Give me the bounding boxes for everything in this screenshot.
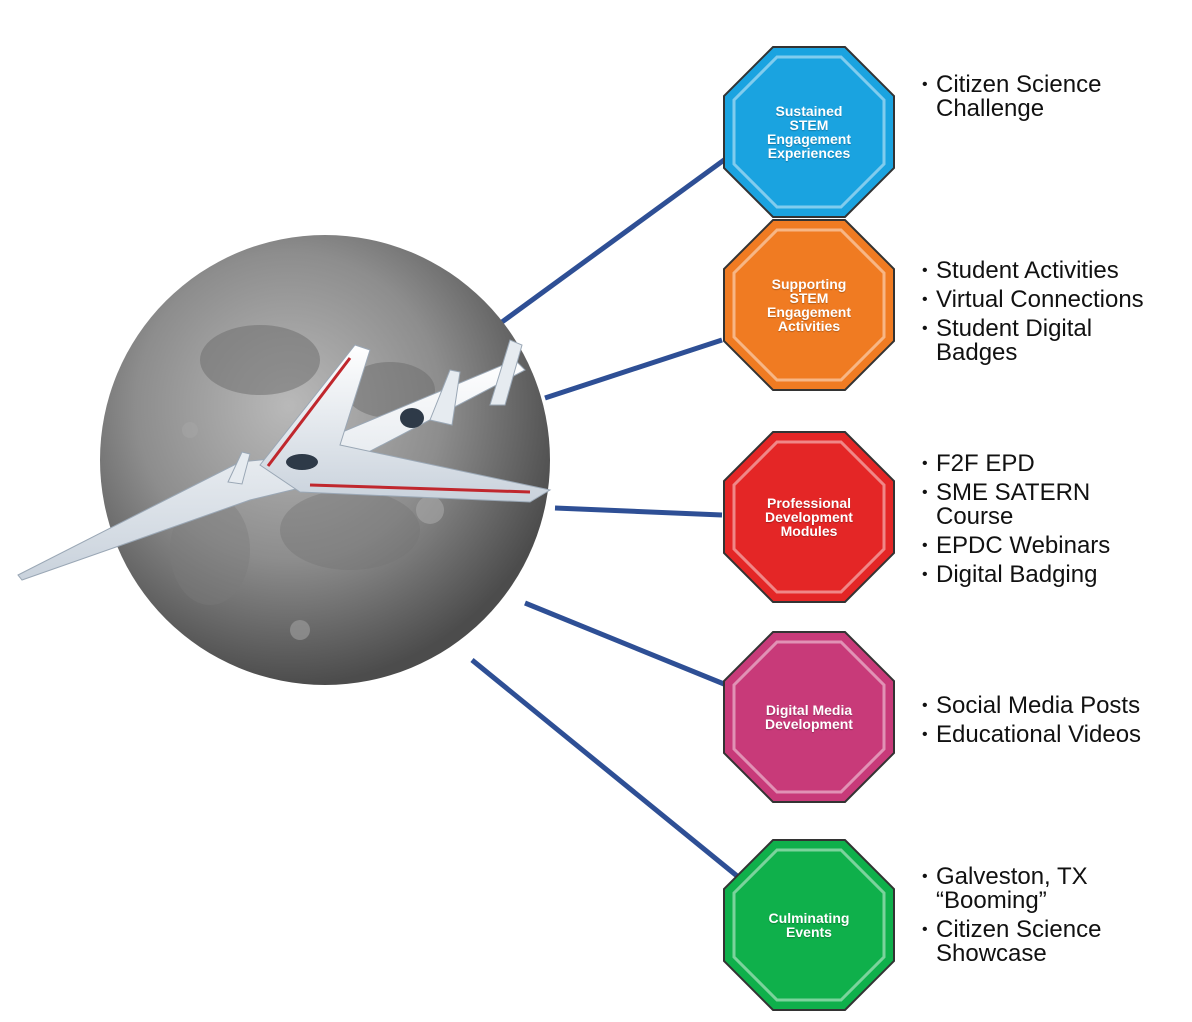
bullet-item: Virtual Connections <box>922 288 1144 313</box>
bullet-list-supporting: Student Activities Virtual Connections S… <box>922 259 1144 370</box>
node-label: Professional Development Modules <box>765 495 853 539</box>
bullet-item: Student Activities <box>922 259 1144 284</box>
node-culminating-events: Culminating Events <box>722 838 896 1012</box>
bullet-list-professional: F2F EPD SME SATERN Course EPDC Webinars … <box>922 452 1110 592</box>
connector-line <box>554 505 723 518</box>
moon-illustration <box>17 235 552 685</box>
bullet-item: F2F EPD <box>922 452 1110 477</box>
connector-line <box>500 149 737 325</box>
bullet-item: EPDC Webinars <box>922 534 1110 559</box>
node-digital-media: Digital Media Development <box>722 630 896 804</box>
bullet-list-sustained: Citizen Science Challenge <box>922 73 1101 126</box>
octagon-icon <box>723 46 895 218</box>
node-label: Digital Media Development <box>765 702 853 732</box>
connector-line <box>544 337 723 401</box>
bullet-item: Citizen Science Showcase <box>922 918 1101 966</box>
bullet-item: Student Digital Badges <box>922 317 1144 365</box>
supersonic-jet-icon <box>17 339 552 581</box>
node-label: Culminating Events <box>768 910 850 940</box>
octagon-icon <box>723 839 895 1011</box>
connector-line <box>470 658 744 882</box>
node-label: Sustained STEM Engagement Experiences <box>766 103 851 161</box>
bullet-item: Galveston, TX “Booming” <box>922 865 1101 913</box>
node-professional-development: Professional Development Modules <box>722 430 896 604</box>
bullet-item: Citizen Science Challenge <box>922 73 1101 121</box>
bullet-item: Educational Videos <box>922 723 1141 748</box>
node-label: Supporting STEM Engagement Activities <box>766 276 851 334</box>
bullet-list-digital-media: Social Media Posts Educational Videos <box>922 694 1141 752</box>
bullet-item: Digital Badging <box>922 563 1110 588</box>
octagon-icon <box>723 631 895 803</box>
node-sustained-stem: Sustained STEM Engagement Experiences <box>722 45 896 219</box>
octagon-icon <box>723 219 895 391</box>
octagon-icon <box>723 431 895 603</box>
connector-line <box>524 600 725 687</box>
bullet-item: Social Media Posts <box>922 694 1141 719</box>
node-supporting-stem: Supporting STEM Engagement Activities <box>722 218 896 392</box>
bullet-item: SME SATERN Course <box>922 481 1110 529</box>
bullet-list-culminating: Galveston, TX “Booming” Citizen Science … <box>922 865 1101 971</box>
